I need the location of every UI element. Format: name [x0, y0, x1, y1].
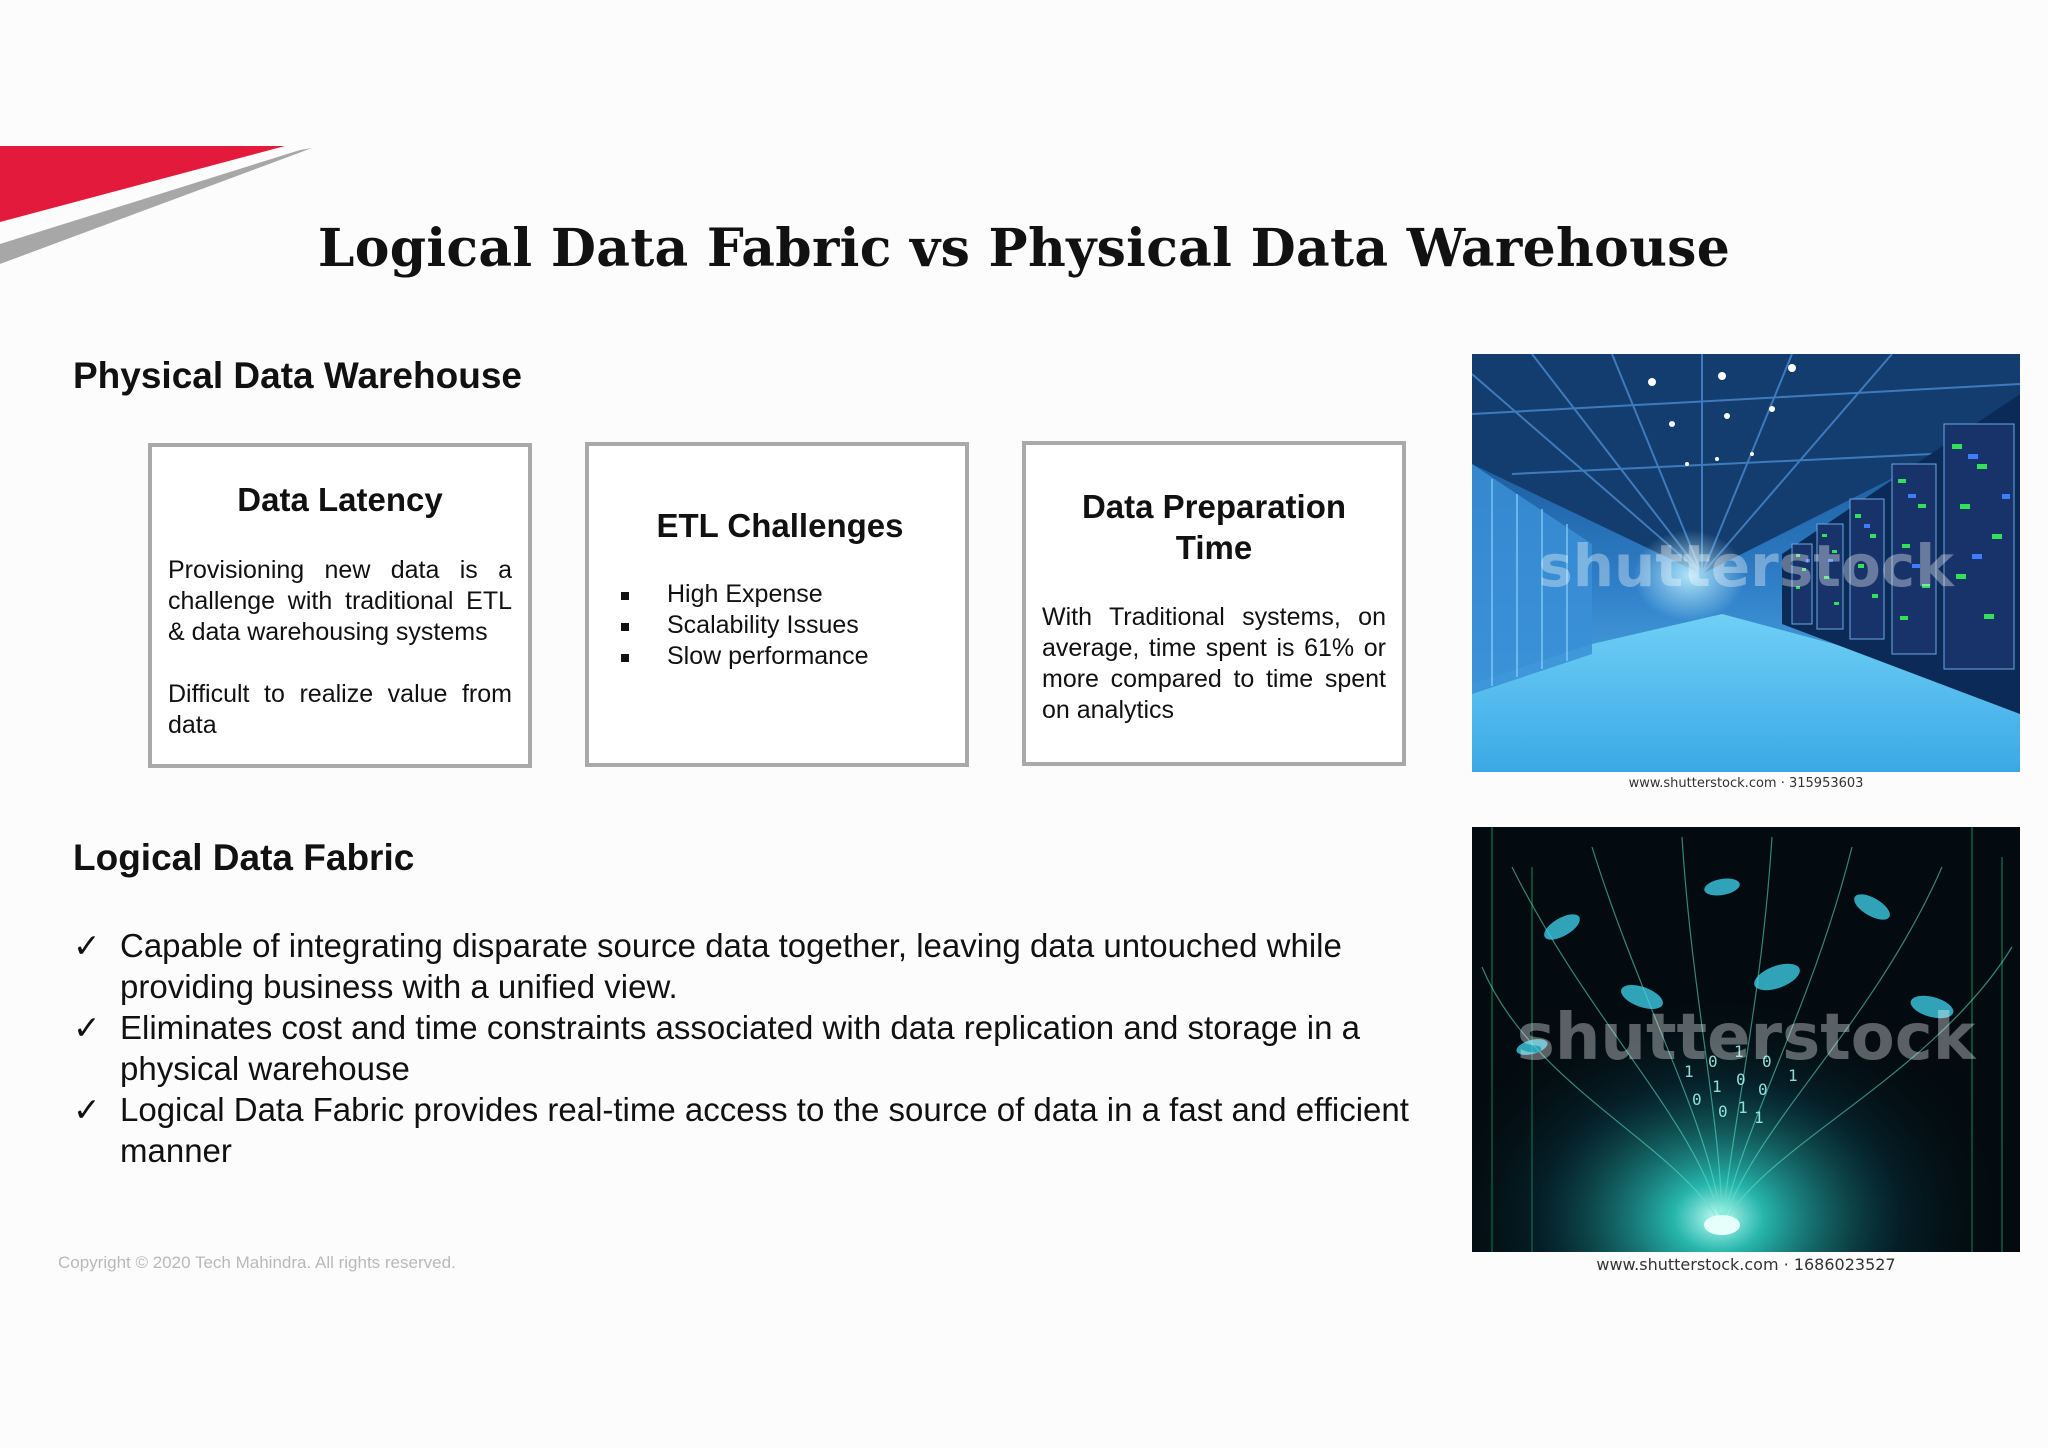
svg-text:1: 1 — [1738, 1098, 1748, 1117]
list-item: ✓Eliminates cost and time constraints as… — [73, 1009, 1360, 1087]
image-credit: www.shutterstock.com · 315953603 — [1628, 776, 1864, 791]
image-credit: www.shutterstock.com · 1686023527 — [1596, 1255, 1896, 1274]
list-item: Scalability Issues — [605, 610, 955, 641]
card-etl-challenges: ETL Challenges High Expense Scalability … — [585, 442, 969, 767]
card-text: With Traditional systems, on average, ti… — [1042, 603, 1386, 724]
svg-text:1: 1 — [1734, 1042, 1744, 1061]
square-bullet-icon — [621, 592, 629, 600]
svg-text:0: 0 — [1762, 1052, 1772, 1071]
svg-text:1: 1 — [1788, 1066, 1798, 1085]
card-title: ETL Challenges — [656, 507, 904, 544]
check-mark-icon: ✓ — [73, 1091, 101, 1128]
card-data-preparation-time: Data Preparation Time With Traditional s… — [1022, 441, 1406, 766]
card-text: Provisioning new data is a challenge wit… — [168, 556, 512, 646]
check-mark-icon: ✓ — [73, 1009, 101, 1046]
brand-stripe-logo — [0, 146, 312, 264]
physical-section-heading: Physical Data Warehouse — [73, 355, 522, 396]
svg-text:1: 1 — [1712, 1077, 1722, 1096]
check-mark-icon: ✓ — [73, 927, 101, 964]
list-item: ✓Capable of integrating disparate source… — [73, 927, 1342, 1005]
svg-text:1: 1 — [1684, 1062, 1694, 1081]
svg-text:1: 1 — [1754, 1108, 1764, 1127]
svg-text:0: 0 — [1736, 1070, 1746, 1089]
data-center-photo: shutterstock — [1472, 354, 2020, 772]
logical-section-heading: Logical Data Fabric — [73, 837, 415, 878]
watermark-text: shutterstock — [1517, 1001, 1977, 1075]
svg-text:0: 0 — [1708, 1052, 1718, 1071]
list-item: High Expense — [605, 579, 955, 610]
square-bullet-icon — [621, 654, 629, 662]
svg-text:0: 0 — [1718, 1102, 1728, 1121]
card-data-latency: Data Latency Provisioning new data is a … — [148, 443, 532, 768]
slide-title: Logical Data Fabric vs Physical Data War… — [317, 218, 1731, 279]
card-title: Data Latency — [237, 481, 443, 518]
copyright-footer: Copyright © 2020 Tech Mahindra. All righ… — [58, 1253, 456, 1272]
checklist: ✓Capable of integrating disparate source… — [73, 925, 1423, 1171]
square-bullet-icon — [621, 623, 629, 631]
svg-text:0: 0 — [1692, 1090, 1702, 1109]
bullet-list: High Expense Scalability Issues Slow per… — [605, 579, 955, 672]
list-item: ✓Logical Data Fabric provides real-time … — [73, 1091, 1409, 1169]
card-text: Difficult to realize value from data — [168, 680, 512, 739]
svg-text:0: 0 — [1758, 1080, 1768, 1099]
card-title: Time — [1175, 529, 1253, 566]
watermark-text: shutterstock — [1538, 532, 1955, 600]
list-item: Slow performance — [605, 641, 955, 672]
card-title: Data Preparation — [1081, 488, 1347, 525]
